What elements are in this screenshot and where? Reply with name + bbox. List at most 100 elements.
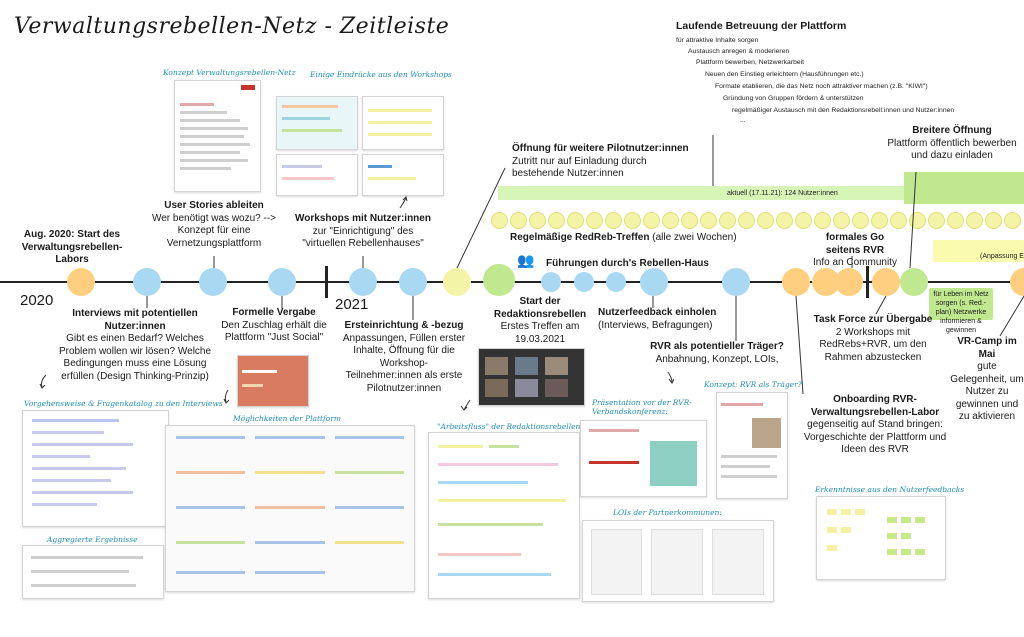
year-divider-2021 xyxy=(325,266,328,298)
rvr-traeger-text: Anbahnung, Konzept, LOIs, xyxy=(655,353,779,365)
laufende-item-5: Formate etablieren, die das Netz noch at… xyxy=(715,83,928,90)
interviews-title: Interviews mit potentiellen Nutzer:innen xyxy=(72,308,198,332)
vrcamp-text: gute Gelegenheit, um Nutzer zu gewinnen … xyxy=(950,361,1024,422)
arbeitsfluss-board xyxy=(428,432,580,599)
formales-go-title: formales Go seitens RVR xyxy=(825,232,885,256)
caption-erkenntnisse: Erkenntnisse aus den Nutzerfeedbacks xyxy=(815,485,965,494)
einrichtung-text: Anpassungen, Füllen erster Inhalte, Öffn… xyxy=(342,332,466,394)
einrichtung-title: Ersteinrichtung & -bezug xyxy=(344,320,464,331)
breitere-title: Breitere Öffnung xyxy=(912,125,992,136)
milestone-vrcamp xyxy=(1010,268,1024,296)
caption-konzept-rvr: Konzept: RVR als Träger? xyxy=(704,380,802,389)
caption-lois: LOIs der Partnerkommunen: xyxy=(613,508,722,517)
breitere-block: Breitere Öffnung Plattform öffentlich be… xyxy=(880,125,1024,163)
vrcamp-title: VR-Camp im Mai xyxy=(957,336,1017,360)
treffen-text: (alle zwei Wochen) xyxy=(652,232,737,243)
konzept-rvr-thumbnail xyxy=(716,392,788,499)
vergabe-title: Formelle Vergabe xyxy=(232,307,316,318)
aktuell-bar-label: aktuell (17.11.21): 124 Nutzer:innen xyxy=(727,190,838,197)
redaktion-video-call xyxy=(478,348,585,406)
laufende-item-6: Gründung von Gruppen fördern & unterstüt… xyxy=(723,95,864,102)
redaktion-text: Erstes Treffen am 19.03.2021 xyxy=(500,321,580,345)
erkenntnisse-board xyxy=(816,496,946,580)
fuehrungen-title: Führungen durch's Rebellen-Haus xyxy=(546,258,709,269)
laufende-item-7: regelmäßiger Austausch mit den Redaktion… xyxy=(732,107,955,114)
treffen-block: Regelmäßige RedReb-Treffen (alle zwei Wo… xyxy=(510,232,737,245)
taskforce-text: 2 Workshops mit RedRebs+RVR, um den Rahm… xyxy=(819,326,927,363)
milestone-interviews xyxy=(133,268,161,296)
year-divider-2022 xyxy=(866,266,869,298)
workshop-thumbnail-4 xyxy=(362,154,444,196)
workshop-thumbnail-3 xyxy=(276,154,358,196)
milestone-vergabe xyxy=(268,268,296,296)
aktuell-bar xyxy=(498,186,1024,200)
people-icon: 👥 xyxy=(517,252,535,268)
laufende-item-2: Austausch anregen & moderieren xyxy=(688,48,790,55)
milestone-einrichtung xyxy=(399,268,427,296)
interviews-text: Gibt es einen Bedarf? Welches Problem wo… xyxy=(58,333,212,382)
lois-thumbnails xyxy=(582,520,774,602)
laufende-title: Laufende Betreuung der Plattform xyxy=(676,20,847,32)
year-label-2020: 2020 xyxy=(20,292,54,309)
year-label-2021: 2021 xyxy=(335,296,369,313)
rvr-traeger-title: RVR als potentieller Träger? xyxy=(650,341,784,352)
redaktion-block: Start der Redaktionsrebellen Erstes Tref… xyxy=(478,296,602,346)
laufende-item-3: Plattform bewerben, Netzwerkarbeit xyxy=(696,59,805,66)
moeglichkeiten-grid xyxy=(165,425,415,592)
redreb-treffen-dots xyxy=(491,212,1024,229)
workshop-thumbnail-1 xyxy=(276,96,358,150)
oeffnung-block: Öffnung für weitere Pilotnutzer:innen Zu… xyxy=(512,143,692,181)
milestone-fuehrung-2 xyxy=(574,272,594,292)
milestone-formales-go xyxy=(835,268,863,296)
user-stories-text: Wer benötigt was wozu? --> Konzept für e… xyxy=(151,212,277,249)
oeffnung-title: Öffnung für weitere Pilotnutzer:innen xyxy=(512,143,689,154)
vorgehen-thumbnail xyxy=(22,410,169,527)
workshops-block: Workshops mit Nutzer:innen zur "Einricht… xyxy=(292,213,434,251)
caption-eindruecke: Einige Eindrücke aus den Workshops xyxy=(310,70,452,79)
leben-bar-label: für Leben im Netz sorgen (s. Red.-plan) … xyxy=(933,291,989,334)
workshops-title: Workshops mit Nutzer:innen xyxy=(295,213,431,224)
redaktion-title: Start der Redaktionsrebellen xyxy=(493,296,587,320)
taskforce-block: Task Force zur Übergabe 2 Workshops mit … xyxy=(808,314,938,364)
milestone-taskforce-2 xyxy=(872,268,900,296)
caption-arbeitsfluss: "Arbeitsfluss" der Redaktionsrebellen xyxy=(437,422,581,431)
onboarding-block: Onboarding RVR-Verwaltungsrebellen-Labor… xyxy=(800,394,950,457)
user-stories-block: User Stories ableiten Wer benötigt was w… xyxy=(150,200,278,250)
praesentation-thumbnail xyxy=(580,420,707,497)
vergabe-screenshot xyxy=(237,355,309,407)
formales-go-text: Info an Community xyxy=(813,257,897,268)
oeffnung-text: Zutritt nur auf Einladung durch bestehen… xyxy=(512,155,647,180)
caption-ergebnisse: Aggregierte Ergebnisse xyxy=(47,535,138,544)
vrcamp-block: VR-Camp im Mai gute Gelegenheit, um Nutz… xyxy=(950,336,1024,424)
page-title: Verwaltungsrebellen-Netz - Zeitleiste xyxy=(14,14,450,39)
konzept-netz-thumbnail xyxy=(174,80,261,192)
breitere-text: Plattform öffentlich bewerben und dazu e… xyxy=(887,137,1017,162)
milestone-onboarding xyxy=(782,268,810,296)
workshops-text: zur "Einrichtigung" des "virtuellen Rebe… xyxy=(302,225,424,250)
vergabe-text: Den Zuschlag erhält die Plattform "Just … xyxy=(221,319,327,344)
milestone-user-stories xyxy=(199,268,227,296)
caption-praesentation: Präsentation vor der RVR-Verbandskonfere… xyxy=(592,398,692,416)
feedback-block: Nutzerfeedback einholen (Interviews, Bef… xyxy=(598,307,748,332)
taskforce-title: Task Force zur Übergabe xyxy=(813,314,933,325)
feedback-text: (Interviews, Befragungen) xyxy=(598,319,713,331)
milestone-feedback xyxy=(640,268,668,296)
anpassung-bar xyxy=(933,240,1024,262)
caption-vorgehen: Vorgehensweise & Fragenkatalog zu den In… xyxy=(24,399,223,408)
milestone-workshops xyxy=(349,268,377,296)
treffen-title: Regelmäßige RedReb-Treffen xyxy=(510,232,650,243)
feedback-title: Nutzerfeedback einholen xyxy=(598,307,717,318)
einrichtung-block: Ersteinrichtung & -bezug Anpassungen, Fü… xyxy=(342,320,466,395)
caption-konzept-netz: Konzept Verwaltungsrebellen-Netz xyxy=(163,68,296,77)
milestone-oeffnung xyxy=(443,268,471,296)
user-stories-title: User Stories ableiten xyxy=(164,200,264,211)
onboarding-title: Onboarding RVR-Verwaltungsrebellen-Labor xyxy=(810,394,940,418)
breitere-bar xyxy=(904,172,1024,204)
interviews-block: Interviews mit potentiellen Nutzer:innen… xyxy=(50,308,220,383)
caption-moeglichkeiten: Möglichkeiten der Plattform xyxy=(233,414,342,423)
laufende-item-1: für attraktive Inhalte sorgen xyxy=(676,37,759,44)
milestone-aug2020 xyxy=(67,268,95,296)
formales-go-block: formales Go seitens RVR Info an Communit… xyxy=(808,232,902,270)
milestone-breitere xyxy=(900,268,928,296)
onboarding-text: gegenseitig auf Stand bringen: Vorgeschi… xyxy=(803,419,947,455)
